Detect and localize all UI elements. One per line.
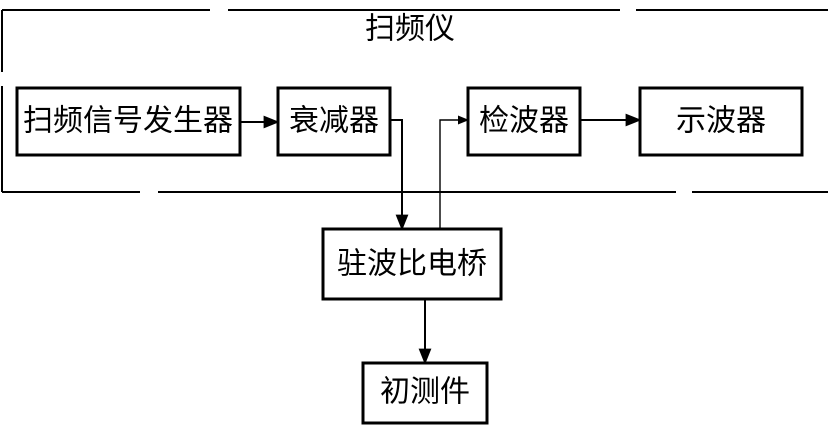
arrow-attenuator-to-bridge <box>390 119 409 231</box>
dut-block: 初测件 <box>361 361 489 425</box>
detector-block: 检波器 <box>466 86 582 157</box>
detector-label: 检波器 <box>479 104 569 139</box>
arrow-bridge-to-detector <box>439 115 470 229</box>
instrument-title: 扫频仪 <box>365 12 455 47</box>
instrument-frame <box>1 9 828 193</box>
dut-label: 初测件 <box>380 375 470 410</box>
generator-label: 扫频信号发生器 <box>23 104 233 139</box>
attenuator-label: 衰减器 <box>289 104 379 139</box>
vswr-bridge-label: 驻波比电桥 <box>337 247 487 282</box>
oscilloscope-label: 示波器 <box>676 104 766 139</box>
generator-block: 扫频信号发生器 <box>15 86 242 157</box>
attenuator-block: 衰减器 <box>276 86 392 157</box>
oscilloscope-block: 示波器 <box>638 86 804 157</box>
vswr-bridge-block: 驻波比电桥 <box>321 227 503 301</box>
